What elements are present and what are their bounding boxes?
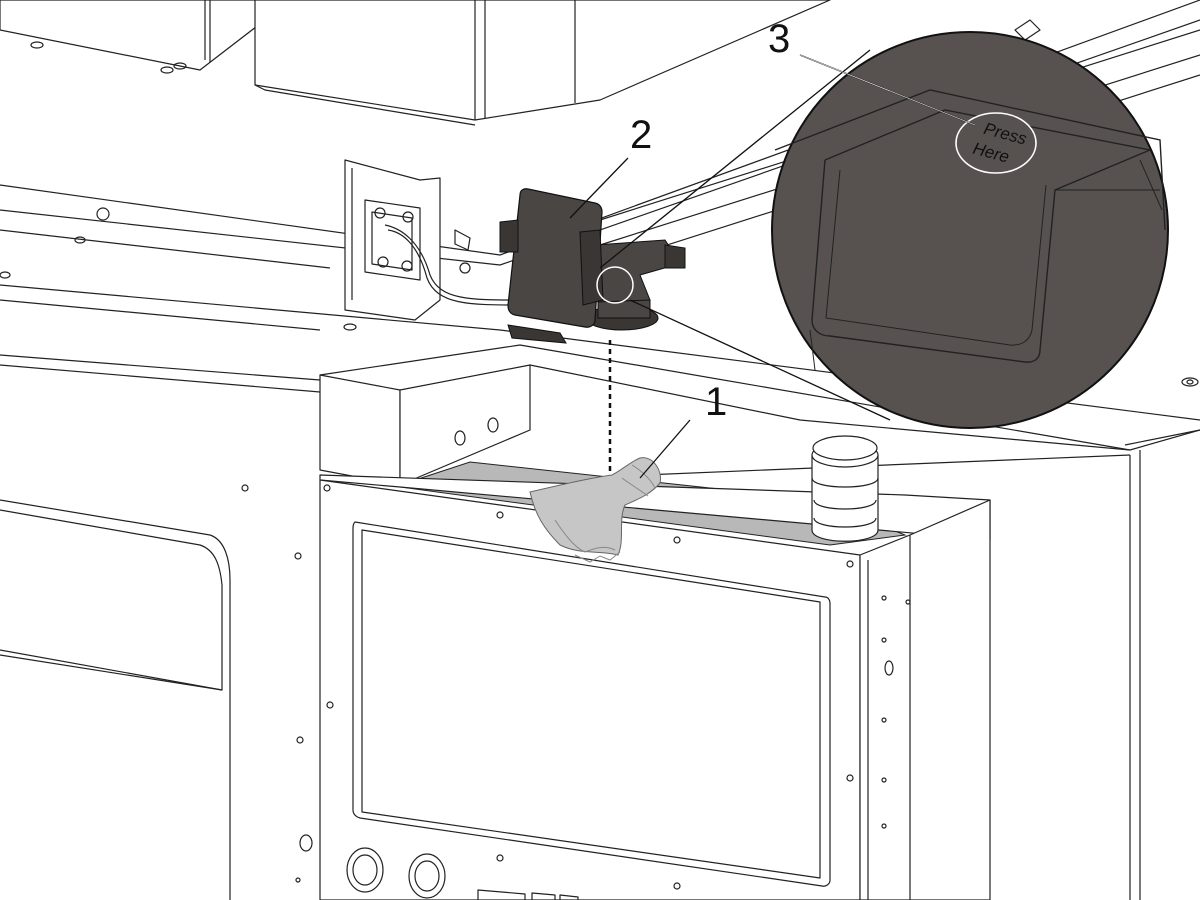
control-panel (295, 474, 991, 900)
mount-bracket (344, 159, 521, 321)
knob-left[interactable] (346, 847, 384, 893)
callout-3-number: 3 (768, 17, 790, 61)
callout-3: 3 (768, 17, 976, 126)
fastener-group-top (30, 41, 187, 74)
upper-machine-structure (0, 0, 1200, 421)
callout-1: 1 (639, 380, 727, 479)
cloth-hand-icon (529, 457, 661, 563)
knob-right[interactable] (408, 853, 446, 899)
callout-2: 2 (569, 113, 652, 219)
display-screen (352, 521, 831, 887)
callout-2-number: 2 (630, 113, 652, 157)
emergency-stop-icon[interactable] (811, 435, 879, 542)
release-button[interactable] (955, 112, 1037, 174)
callout-1-number: 1 (705, 380, 727, 424)
phone-holder-icon (499, 188, 686, 344)
detail-magnifier: Press Here (599, 31, 1169, 429)
